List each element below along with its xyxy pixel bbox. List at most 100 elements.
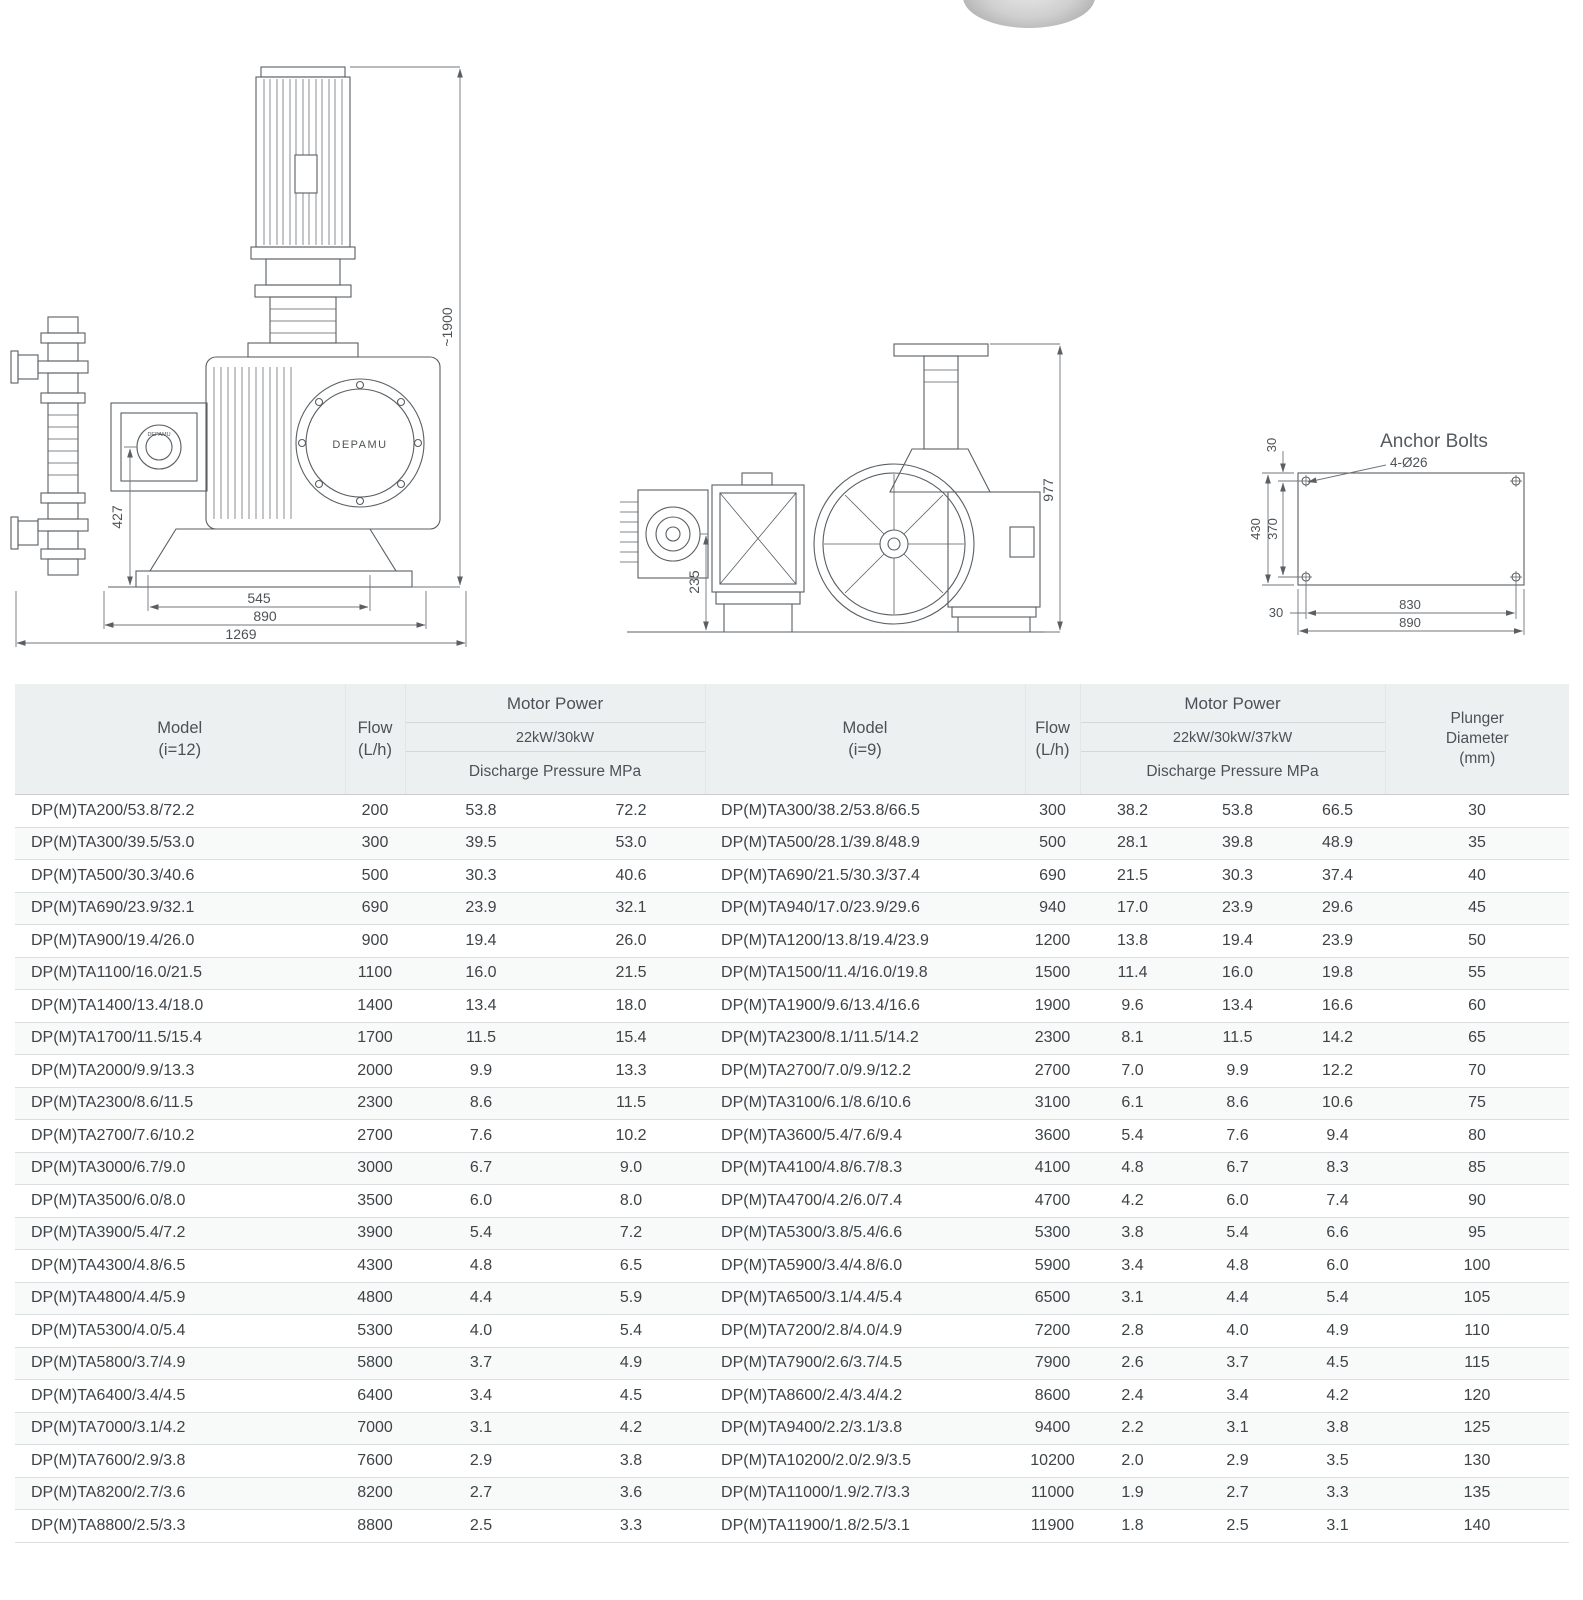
flow-header-right: Flow (L/h) bbox=[1024, 684, 1081, 795]
anchor-bolts-title: Anchor Bolts bbox=[1380, 431, 1488, 452]
value-cell: 8800 bbox=[345, 1509, 405, 1543]
value-cell: 1900 bbox=[1025, 989, 1081, 1022]
value-cell: 1.9 bbox=[1080, 1476, 1186, 1510]
model-cell: DP(M)TA5900/3.4/4.8/6.0 bbox=[705, 1249, 1026, 1282]
value-cell: 5.4 bbox=[1185, 1216, 1291, 1250]
value-cell: 940 bbox=[1025, 891, 1081, 925]
model-cell: DP(M)TA1400/13.4/18.0 bbox=[15, 989, 345, 1022]
value-cell: 4.5 bbox=[1290, 1346, 1386, 1380]
value-cell: 6.0 bbox=[405, 1184, 557, 1217]
model-cell: DP(M)TA7200/2.8/4.0/4.9 bbox=[705, 1314, 1026, 1347]
model-cell: DP(M)TA1900/9.6/13.4/16.6 bbox=[705, 989, 1026, 1022]
dim-width-1269-label: 1269 bbox=[225, 626, 256, 642]
value-cell: 16.0 bbox=[405, 956, 557, 990]
dimension-lines bbox=[700, 343, 1063, 633]
value-cell: 4.5 bbox=[557, 1379, 706, 1412]
model-cell: DP(M)TA690/21.5/30.3/37.4 bbox=[705, 859, 1026, 892]
partial-logo-ellipse bbox=[963, 0, 1095, 28]
value-cell: 30.3 bbox=[1185, 859, 1291, 892]
value-cell: 1200 bbox=[1025, 924, 1081, 957]
value-cell: 690 bbox=[345, 891, 405, 925]
value-cell: 3500 bbox=[345, 1184, 405, 1217]
value-cell: 200 bbox=[345, 794, 405, 827]
value-cell: 23.9 bbox=[1290, 924, 1386, 957]
model-cell: DP(M)TA3500/6.0/8.0 bbox=[15, 1184, 345, 1217]
value-cell: 35 bbox=[1385, 826, 1570, 860]
plunger-header-line3: (mm) bbox=[1459, 750, 1496, 767]
value-cell: 3.5 bbox=[1290, 1444, 1386, 1477]
value-cell: 37.4 bbox=[1290, 859, 1386, 892]
value-cell: 3.3 bbox=[557, 1509, 706, 1543]
value-cell: 3.8 bbox=[1290, 1411, 1386, 1445]
dim-width-545-label: 545 bbox=[247, 590, 271, 606]
value-cell: 3.6 bbox=[557, 1476, 706, 1510]
model-cell: DP(M)TA690/23.9/32.1 bbox=[15, 891, 345, 925]
model-header-left: Model (i=12) bbox=[15, 684, 345, 795]
model-cell: DP(M)TA3100/6.1/8.6/10.6 bbox=[705, 1086, 1026, 1120]
value-cell: 9.9 bbox=[405, 1054, 557, 1087]
value-cell: 130 bbox=[1385, 1444, 1570, 1477]
value-cell: 9400 bbox=[1025, 1411, 1081, 1445]
value-cell: 7.4 bbox=[1290, 1184, 1386, 1217]
dimension-lines bbox=[1262, 451, 1525, 635]
hole-callout-label: 4-Ø26 bbox=[1390, 455, 1428, 470]
model-cell: DP(M)TA200/53.8/72.2 bbox=[15, 794, 345, 827]
value-cell: 3.3 bbox=[1290, 1476, 1386, 1510]
model-cell: DP(M)TA8800/2.5/3.3 bbox=[15, 1509, 345, 1543]
value-cell: 1100 bbox=[345, 956, 405, 990]
value-cell: 38.2 bbox=[1080, 794, 1186, 827]
model-header-right-line1: Model bbox=[842, 719, 888, 737]
value-cell: 2300 bbox=[1025, 1021, 1081, 1055]
value-cell: 6.1 bbox=[1080, 1086, 1186, 1120]
value-cell: 17.0 bbox=[1080, 891, 1186, 925]
value-cell: 7.6 bbox=[405, 1119, 557, 1152]
value-cell: 13.3 bbox=[557, 1054, 706, 1087]
value-cell: 8.6 bbox=[1185, 1086, 1291, 1120]
value-cell: 2.7 bbox=[405, 1476, 557, 1510]
value-cell: 15.4 bbox=[557, 1021, 706, 1055]
model-cell: DP(M)TA5800/3.7/4.9 bbox=[15, 1346, 345, 1380]
value-cell: 30.3 bbox=[405, 859, 557, 892]
value-cell: 16.6 bbox=[1290, 989, 1386, 1022]
model-cell: DP(M)TA900/19.4/26.0 bbox=[15, 924, 345, 957]
flow-header-line1: Flow bbox=[357, 719, 393, 737]
value-cell: 3.8 bbox=[1080, 1216, 1186, 1250]
value-cell: 3.1 bbox=[1080, 1281, 1186, 1315]
value-cell: 100 bbox=[1385, 1249, 1570, 1282]
value-cell: 18.0 bbox=[557, 989, 706, 1022]
value-cell: 115 bbox=[1385, 1346, 1570, 1380]
value-cell: 10.6 bbox=[1290, 1086, 1386, 1120]
value-cell: 690 bbox=[1025, 859, 1081, 892]
pump-front-outline bbox=[10, 66, 441, 588]
flow-header-left: Flow (L/h) bbox=[344, 684, 405, 795]
discharge-pressure-label-left: Discharge Pressure MPa bbox=[468, 763, 642, 780]
model-header-left-line2: (i=12) bbox=[158, 741, 202, 759]
model-cell: DP(M)TA4800/4.4/5.9 bbox=[15, 1281, 345, 1315]
model-cell: DP(M)TA500/30.3/40.6 bbox=[15, 859, 345, 892]
value-cell: 90 bbox=[1385, 1184, 1570, 1217]
value-cell: 4300 bbox=[345, 1249, 405, 1282]
value-cell: 5300 bbox=[1025, 1216, 1081, 1250]
value-cell: 4.2 bbox=[1080, 1184, 1186, 1217]
value-cell: 1500 bbox=[1025, 956, 1081, 990]
model-cell: DP(M)TA2700/7.6/10.2 bbox=[15, 1119, 345, 1152]
value-cell: 9.0 bbox=[557, 1151, 706, 1185]
value-cell: 8200 bbox=[345, 1476, 405, 1510]
value-cell: 2.6 bbox=[1080, 1346, 1186, 1380]
model-cell: DP(M)TA3900/5.4/7.2 bbox=[15, 1216, 345, 1250]
model-cell: DP(M)TA6400/3.4/4.5 bbox=[15, 1379, 345, 1412]
value-cell: 53.8 bbox=[1185, 794, 1291, 827]
value-cell: 120 bbox=[1385, 1379, 1570, 1412]
value-cell: 4.0 bbox=[1185, 1314, 1291, 1347]
power-ratings-right: 22kW/30kW/37kW bbox=[1080, 722, 1385, 752]
value-cell: 7900 bbox=[1025, 1346, 1081, 1380]
value-cell: 9.4 bbox=[1290, 1119, 1386, 1152]
value-cell: 8600 bbox=[1025, 1379, 1081, 1412]
plunger-header-line1: Plunger bbox=[1450, 710, 1504, 727]
